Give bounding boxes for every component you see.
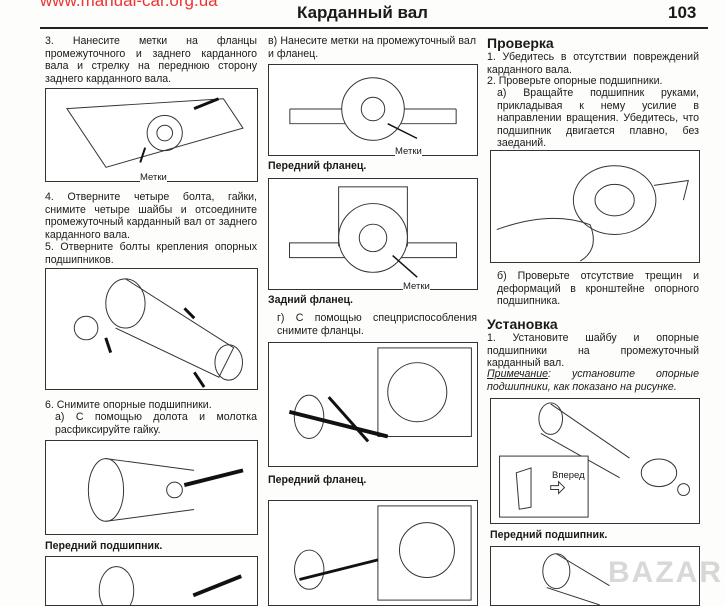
step-6a: а) С помощью долота и молотка расфиксиру… <box>55 411 257 436</box>
header-rule <box>40 27 708 29</box>
install-note: Примечание: установите опорные подшипник… <box>487 368 699 393</box>
step-6: 6. Снимите опорные подшипники. <box>45 399 212 411</box>
page-title: Карданный вал <box>297 3 428 22</box>
step-g: г) С помощью спецприспособления снимите … <box>277 312 477 337</box>
note-text: : установите опорные подшипники, как пок… <box>487 368 699 393</box>
caption-rear-flange: Задний фланец. <box>268 294 353 306</box>
figure-bearing-orientation <box>490 398 700 524</box>
caption-front-bearing-install: Передний подшипник. <box>490 529 608 541</box>
figure-bearing-bolts <box>45 268 258 390</box>
figure-rotate-bearing <box>490 150 700 263</box>
page-number: 103 <box>668 3 697 22</box>
step-v: в) Нанесите метки на промежуточный вал и… <box>268 35 476 60</box>
figure-label-forward: Вперед <box>552 470 585 481</box>
heading-inspection: Проверка <box>487 35 554 51</box>
heading-installation: Установка <box>487 316 558 332</box>
figure-chisel-nut <box>45 440 258 535</box>
step-3: 3. Нанесите метки на фланцы промежуточно… <box>45 35 257 85</box>
figure-label-marks: Метки <box>395 146 422 157</box>
figure-bearing-removal <box>45 556 258 606</box>
step-5: 5. Отверните болты крепления опорных под… <box>45 241 257 266</box>
note-label: Примечание <box>487 368 549 380</box>
inspection-step-2b: б) Проверьте отсутствие трещин и деформа… <box>497 270 699 308</box>
figure-flange-removal <box>268 500 478 606</box>
inspection-step-2: 2. Проверьте опорные подшипники. <box>487 75 663 87</box>
site-watermark: www.manual-car.org.ua <box>40 0 218 10</box>
figure-label-marks: Метки <box>140 172 167 183</box>
bazar-watermark: BAZAR <box>608 556 723 589</box>
figure-mark-flanges <box>45 88 258 182</box>
figure-flange-puller <box>268 342 478 467</box>
install-step-1: 1. Установите шайбу и опорные подшипники… <box>487 332 699 370</box>
figure-rear-flange-marks <box>268 178 478 290</box>
inspection-step-1: 1. Убедитесь в отсутствии повреждений ка… <box>487 51 699 76</box>
figure-front-flange-marks <box>268 64 478 156</box>
step-4: 4. Отверните четыре болта, гайки, снимит… <box>45 191 257 241</box>
caption-front-flange-2: Передний фланец. <box>268 474 367 486</box>
figure-label-marks: Метки <box>403 281 430 292</box>
caption-front-bearing: Передний подшипник. <box>45 540 163 552</box>
inspection-step-2a: а) Вращайте подшипник руками, прикладыва… <box>497 87 699 150</box>
caption-front-flange: Передний фланец. <box>268 160 367 172</box>
